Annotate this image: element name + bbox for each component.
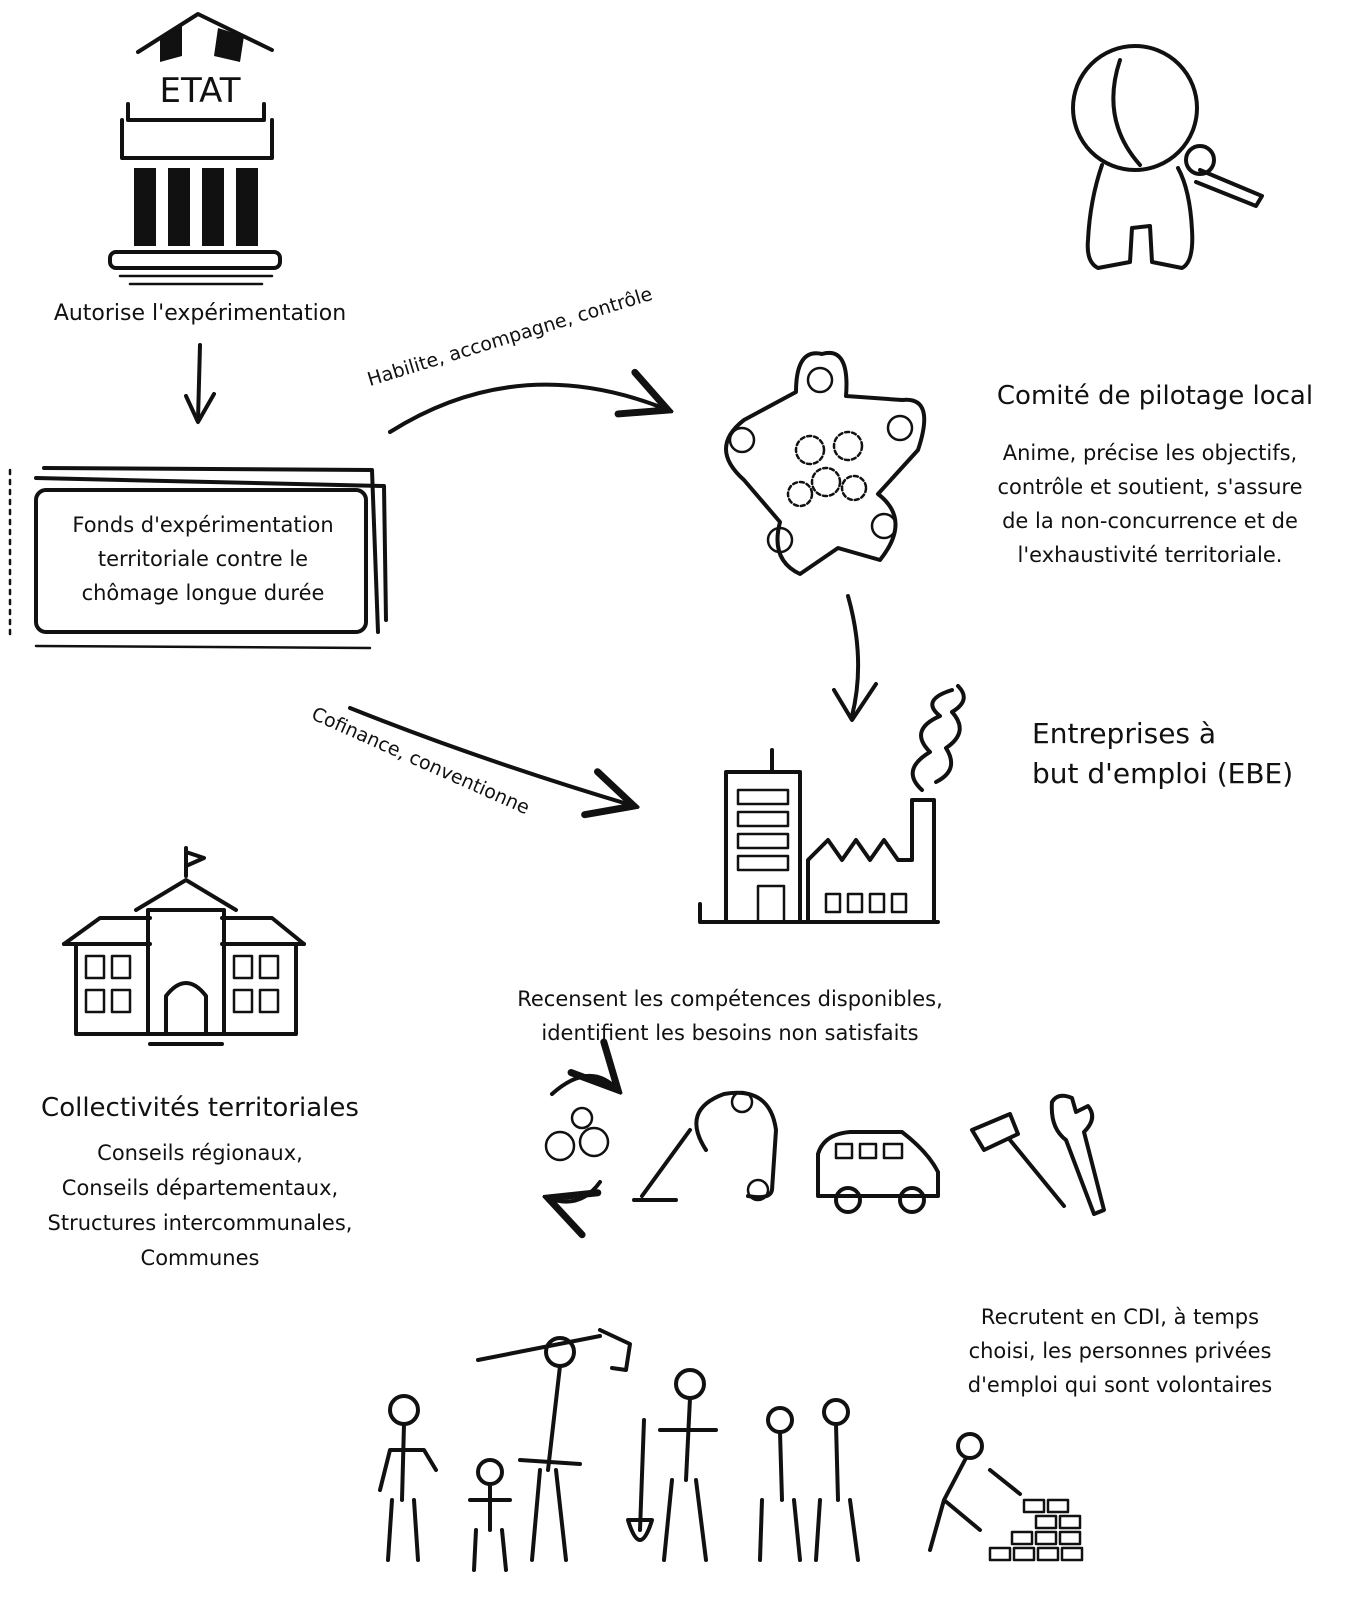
comite-roundtable-icon <box>724 350 927 576</box>
ebe-recensent-line-1: Recensent les compétences disponibles, <box>517 987 943 1011</box>
ebe-recrutent-line-3: d'emploi qui sont volontaires <box>967 1373 1273 1397</box>
arrow-habilite <box>388 385 668 434</box>
etat-building-icon <box>108 12 282 286</box>
comite-desc-line-3: de la non-concurrence et de <box>1002 509 1298 533</box>
workers-group-icon <box>378 1328 1084 1572</box>
ebe-recrutent-line-2: choisi, les personnes privées <box>968 1339 1272 1363</box>
arrow-comite-to-ebe <box>846 594 861 718</box>
collectivites-title: Collectivités territoriales <box>41 1093 359 1123</box>
fonds-document-icon <box>8 466 388 650</box>
ebe-factory-icon <box>698 684 966 924</box>
etat-label: ETAT <box>159 71 241 111</box>
ebe-title-line-2: but d'emploi (EBE) <box>1032 757 1294 790</box>
inspector-magnifier-icon <box>1071 44 1264 270</box>
arrow-cofinance <box>348 706 634 806</box>
services-icons-row <box>546 1076 1106 1214</box>
ebe-recensent-line-2: identifient les besoins non satisfaits <box>541 1021 919 1045</box>
fonds-line-1: Fonds d'expérimentation <box>72 513 334 537</box>
collectivites-item: Conseils régionaux, <box>97 1141 303 1165</box>
collectivites-item: Communes <box>140 1246 260 1270</box>
comite-desc-line-4: l'exhaustivité territoriale. <box>1017 543 1283 567</box>
arrow-etat-to-fonds <box>196 343 202 422</box>
ebe-title-line-1: Entreprises à <box>1032 717 1217 750</box>
fonds-line-3: chômage longue durée <box>81 581 325 605</box>
etat-caption: Autorise l'expérimentation <box>53 301 347 326</box>
comite-desc-line-2: contrôle et soutient, s'assure <box>997 475 1303 499</box>
collectivites-item: Structures intercommunales, <box>47 1211 353 1235</box>
fonds-line-2: territoriale contre le <box>97 547 309 571</box>
collectivites-item: Conseils départementaux, <box>61 1176 339 1200</box>
comite-title: Comité de pilotage local <box>996 381 1314 411</box>
ebe-recrutent-line-1: Recrutent en CDI, à temps <box>980 1305 1260 1329</box>
comite-desc-line-1: Anime, précise les objectifs, <box>1002 441 1298 465</box>
town-hall-icon <box>62 846 306 1046</box>
